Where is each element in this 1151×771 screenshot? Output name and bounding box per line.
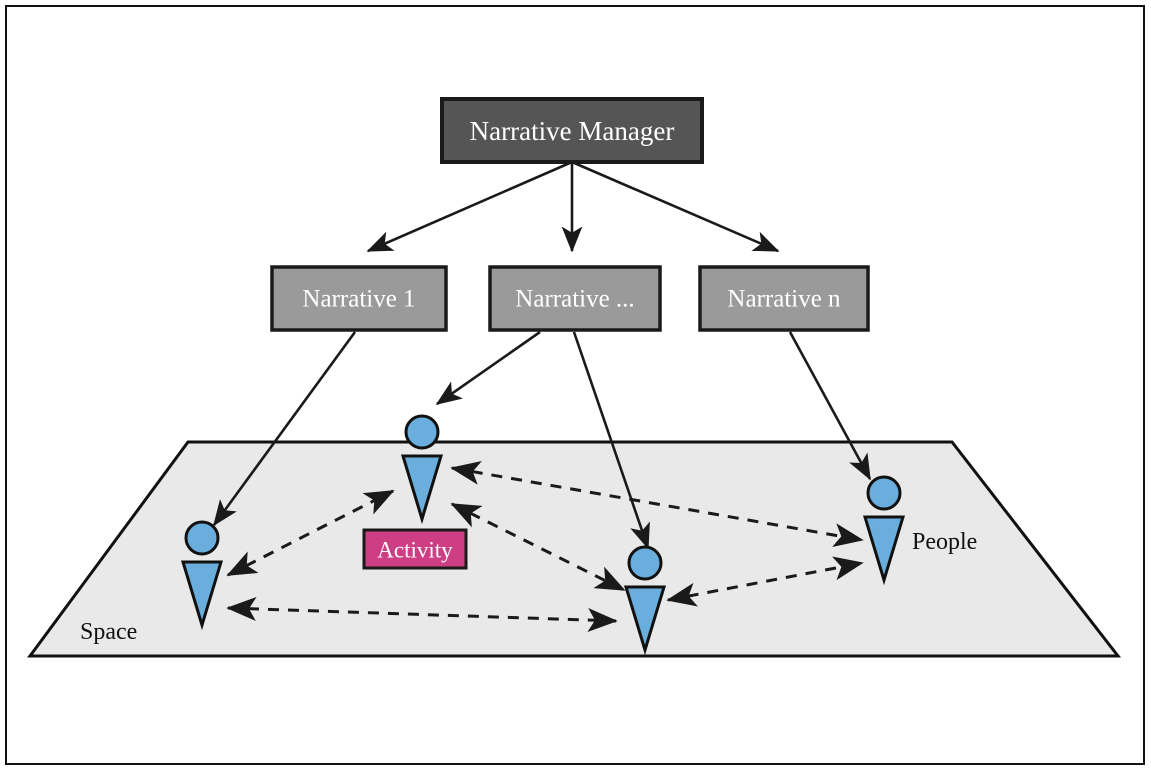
- narrative-box-n[interactable]: Narrative n: [698, 265, 870, 332]
- person-body-icon: [862, 515, 906, 586]
- manager-to-narrative-edges: [366, 160, 780, 253]
- narrative-box-1[interactable]: Narrative 1: [270, 265, 448, 332]
- person-head-icon: [404, 414, 440, 450]
- person-head-icon: [184, 520, 220, 556]
- narrative-box-n-shape[interactable]: [698, 265, 870, 332]
- narrative-box-mid-shape[interactable]: [488, 265, 662, 332]
- narrative-box-mid[interactable]: Narrative ...: [488, 265, 662, 332]
- narrative-box-n-label: Narrative n: [727, 286, 841, 313]
- person-figure-left: [180, 520, 224, 631]
- activity-box-shape[interactable]: [362, 528, 468, 570]
- person-body-icon: [180, 560, 224, 631]
- activity-box-label: Activity: [377, 538, 453, 563]
- narrative-box-mid-label: Narrative ...: [515, 286, 634, 313]
- space-label: Space: [80, 619, 137, 645]
- edge-narrative-mid-to-person-top: [435, 330, 541, 406]
- person-figure-right: [862, 475, 906, 586]
- person-head-icon: [866, 475, 902, 511]
- edge-narrative-n-to-person-right: [788, 331, 872, 481]
- edge-manager-to-narrative-n: [571, 160, 780, 253]
- edge-person-top-person-bottom: [450, 502, 626, 592]
- narrative-box-1-shape[interactable]: [270, 265, 448, 332]
- narrative-manager-box[interactable]: Narrative Manager: [440, 97, 704, 164]
- narrative-manager-label: Narrative Manager: [470, 116, 675, 146]
- edge-person-left-person-top: [226, 489, 395, 577]
- edge-manager-to-narrative-1: [366, 160, 573, 253]
- people-interaction-edges: [226, 461, 864, 633]
- edge-person-top-person-right: [450, 461, 864, 547]
- person-head-icon: [627, 545, 663, 581]
- person-body-icon: [400, 454, 444, 525]
- narrative-manager-box-shape[interactable]: [440, 97, 704, 164]
- edge-person-left-person-bottom: [226, 596, 618, 633]
- person-figure-top: [400, 414, 444, 525]
- activity-box[interactable]: Activity: [362, 528, 468, 570]
- people-label: People: [912, 529, 977, 555]
- person-body-icon: [623, 585, 667, 656]
- narrative-box-1-label: Narrative 1: [302, 286, 415, 313]
- person-figure-bottom: [623, 545, 667, 656]
- edge-person-bottom-person-right: [666, 556, 864, 607]
